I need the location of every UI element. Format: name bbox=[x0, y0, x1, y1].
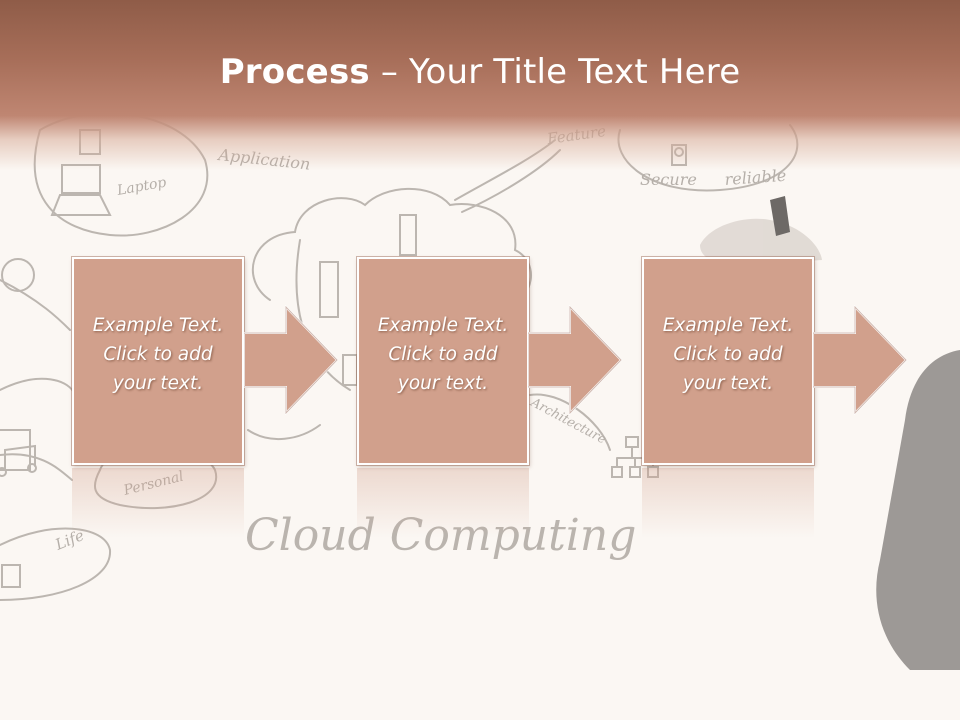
step-1-arrow-icon bbox=[244, 305, 339, 415]
title-rest-part: – Your Title Text Here bbox=[369, 52, 741, 92]
step-2-arrow-icon bbox=[528, 305, 623, 415]
step-2-text[interactable]: Example Text. Click to add your text. bbox=[377, 315, 509, 394]
svg-text:Laptop: Laptop bbox=[115, 175, 168, 200]
step-1-reflection bbox=[72, 468, 244, 538]
step-1-text[interactable]: Example Text. Click to add your text. bbox=[92, 315, 224, 394]
title-bold-part: Process bbox=[219, 52, 370, 92]
step-2-reflection bbox=[357, 468, 529, 538]
step-3-reflection bbox=[642, 468, 814, 538]
svg-text:Secure: Secure bbox=[640, 170, 697, 189]
step-3-text[interactable]: Example Text. Click to add your text. bbox=[662, 315, 794, 394]
svg-text:Cloud Computing: Cloud Computing bbox=[245, 510, 636, 561]
step-3-box[interactable]: Example Text. Click to add your text. bbox=[642, 257, 814, 465]
slide-title[interactable]: Process – Your Title Text Here bbox=[0, 52, 960, 92]
hand-with-marker bbox=[700, 196, 960, 670]
step-3-arrow-icon bbox=[813, 305, 908, 415]
svg-text:reliable: reliable bbox=[724, 166, 787, 189]
step-1-box[interactable]: Example Text. Click to add your text. bbox=[72, 257, 244, 465]
step-2-box[interactable]: Example Text. Click to add your text. bbox=[357, 257, 529, 465]
title-header-band bbox=[0, 0, 960, 170]
